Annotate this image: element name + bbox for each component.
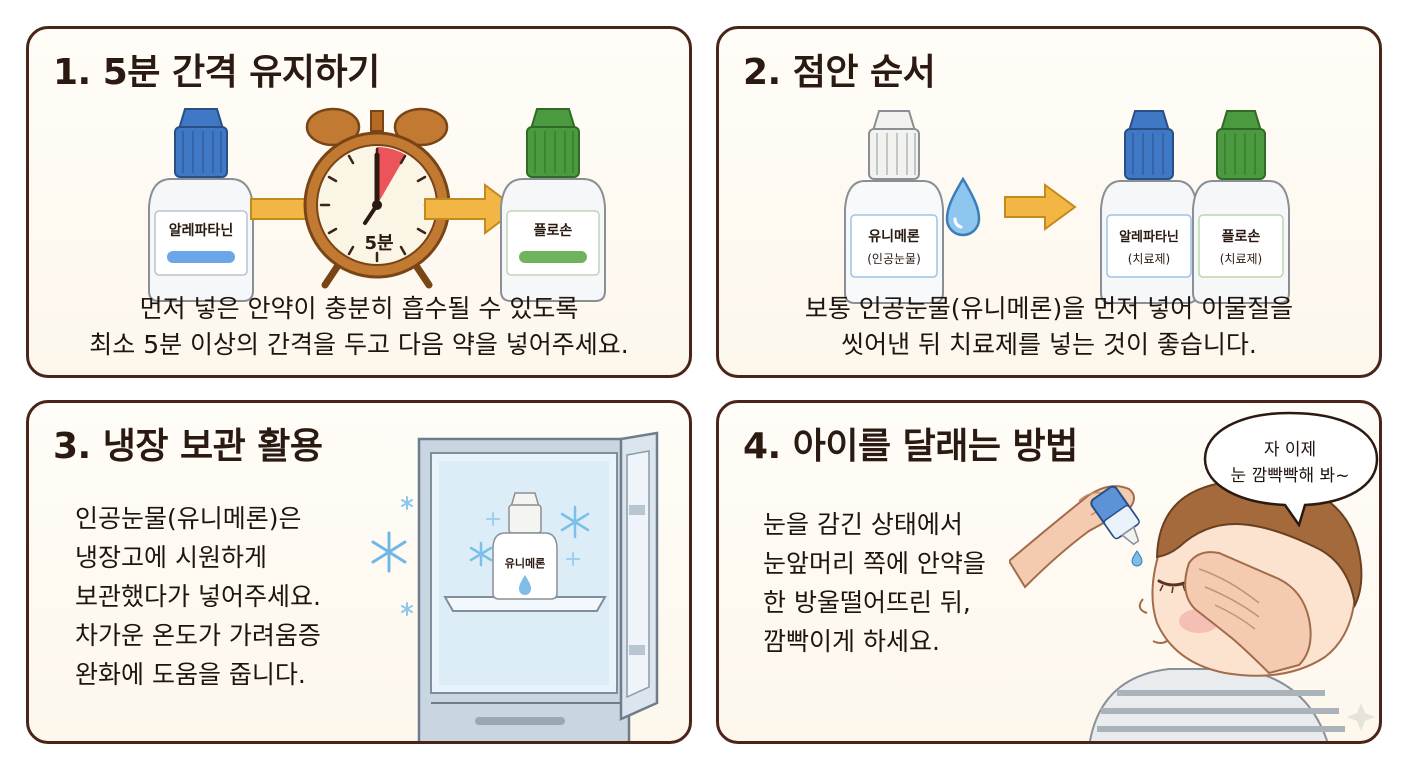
bottle-label: 유니메론 xyxy=(868,229,920,245)
timer-label: 5분 xyxy=(364,233,393,254)
panel-title: 4. 아이를 달래는 방법 xyxy=(743,426,1078,467)
child-eye-drop-illustration xyxy=(1009,479,1375,741)
caption-line: 먼저 넣은 안약이 충분히 흡수될 수 있도록 xyxy=(139,294,579,323)
bottle-label: 알레파타닌 xyxy=(169,223,233,239)
panel-refrigerate: 3. 냉장 보관 활용 인공눈물(유니메론)은 냉장고에 시원하게 보관했다가 … xyxy=(26,400,692,744)
speech-line: 눈 깜빡빡해 봐~ xyxy=(1231,466,1350,486)
text-line: 깜빡이게 하세요. xyxy=(763,627,940,656)
text-line: 인공눈물(유니메론)은 xyxy=(75,504,302,533)
caption-line: 보통 인공눈물(유니메론)을 먼저 넣어 이물질을 xyxy=(804,294,1294,323)
eye-drop-bottle-blue: 알레파타닌 xyxy=(148,108,254,302)
panel-text: 눈을 감긴 상태에서 눈앞머리 쪽에 안약을 한 방울떨어뜨린 뒤, 깜빡이게 … xyxy=(763,505,986,661)
text-line: 차가운 온도가 가려움증 xyxy=(75,621,321,650)
caption-line: 최소 5분 이상의 간격을 두고 다음 약을 넣어주세요. xyxy=(89,330,629,359)
text-line: 보관했다가 넣어주세요. xyxy=(75,582,321,611)
text-line: 냉장고에 시원하게 xyxy=(75,543,267,572)
bottle-sublabel: (인공눈물) xyxy=(867,252,921,266)
bottle-sublabel: (치료제) xyxy=(1128,252,1170,266)
panel-text: 인공눈물(유니메론)은 냉장고에 시원하게 보관했다가 넣어주세요. 차가운 온… xyxy=(75,499,321,694)
speech-bubble: 자 이제 눈 깜빡빡해 봐~ xyxy=(1203,411,1379,527)
alarm-clock-icon: 5분 xyxy=(303,107,451,289)
text-line: 완화에 도움을 줍니다. xyxy=(75,660,306,689)
caption-line: 씻어낸 뒤 치료제를 넣는 것이 좋습니다. xyxy=(841,330,1257,359)
text-line: 눈을 감긴 상태에서 xyxy=(763,510,963,539)
panel-soothe-child: 4. 아이를 달래는 방법 눈을 감긴 상태에서 눈앞머리 쪽에 안약을 한 방… xyxy=(716,400,1382,744)
water-drop-icon xyxy=(945,176,981,237)
eye-drop-bottle-blue: 알레파타닌 (치료제) xyxy=(1100,110,1198,304)
panel-title: 1. 5분 간격 유지하기 xyxy=(53,52,380,93)
panel-order: 2. 점안 순서 유니메론 (인공눈물) 알레파타닌 (치료제) xyxy=(716,26,1382,378)
panel-title: 2. 점안 순서 xyxy=(743,52,936,93)
text-line: 눈앞머리 쪽에 안약을 xyxy=(763,549,986,578)
bottle-label: 유니메론 xyxy=(505,556,545,570)
panel-caption: 먼저 넣은 안약이 충분히 흡수될 수 있도록 최소 5분 이상의 간격을 두고… xyxy=(29,291,689,363)
bottle-label: 플로손 xyxy=(1222,229,1261,245)
speech-line: 자 이제 xyxy=(1264,440,1316,460)
bottle-sublabel: (치료제) xyxy=(1220,252,1262,266)
eye-drop-bottle-green: 플로손 (치료제) xyxy=(1192,110,1290,304)
panel-interval: 1. 5분 간격 유지하기 알레파타닌 xyxy=(26,26,692,378)
bottle-label: 플로손 xyxy=(534,223,573,239)
text-line: 한 방울떨어뜨린 뒤, xyxy=(763,588,971,617)
arrow-right-icon xyxy=(1004,183,1077,231)
bottle-label: 알레파타닌 xyxy=(1119,229,1179,245)
eye-drop-bottle-green: 플로손 xyxy=(500,108,606,302)
snowflake-icon xyxy=(371,496,413,616)
panel-title: 3. 냉장 보관 활용 xyxy=(53,426,323,467)
refrigerator-icon: 유니메론 xyxy=(417,431,659,741)
panel-caption: 보통 인공눈물(유니메론)을 먼저 넣어 이물질을 씻어낸 뒤 치료제를 넣는 … xyxy=(719,291,1379,363)
eye-drop-bottle-white: 유니메론 (인공눈물) xyxy=(844,110,944,304)
